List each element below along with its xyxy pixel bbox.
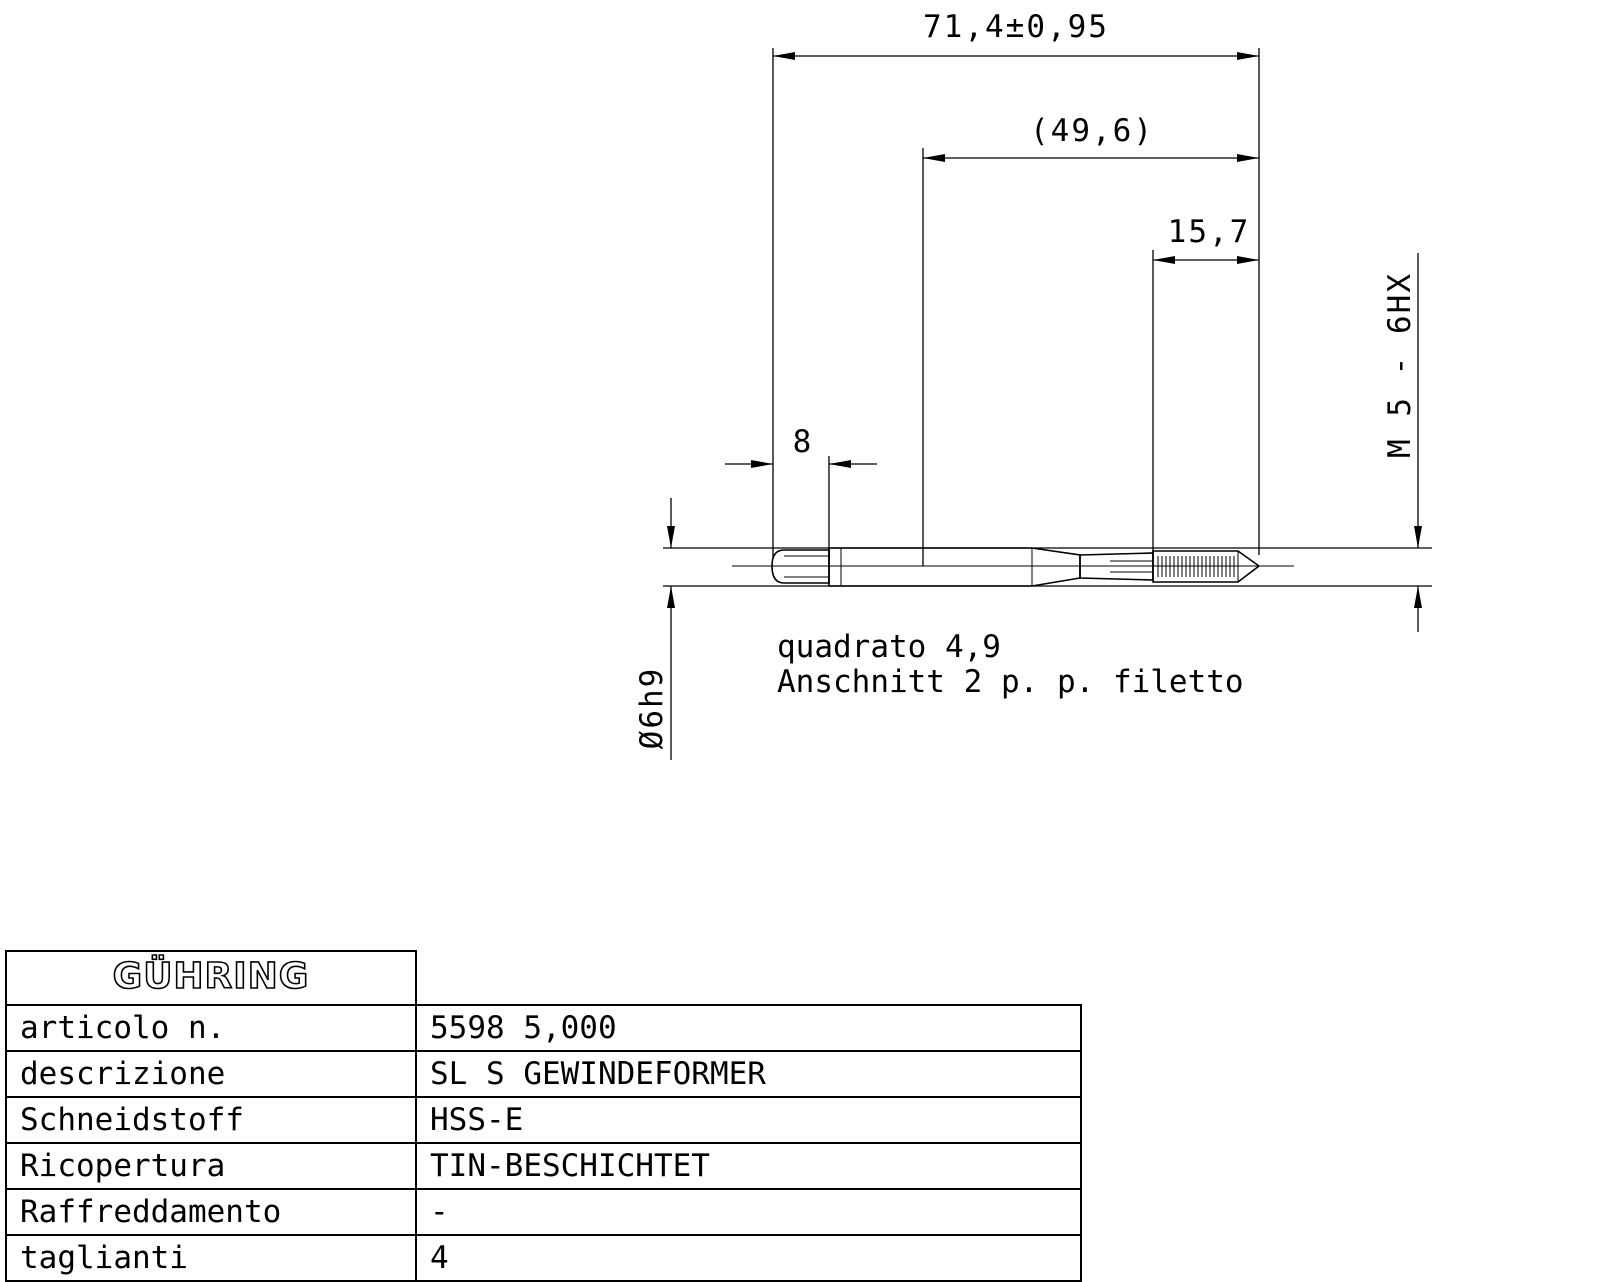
- table-row: descrizione SL S GEWINDEFORMER: [5, 1050, 1082, 1098]
- tap-tool-outline: [732, 547, 1294, 587]
- row-value: SL S GEWINDEFORMER: [415, 1050, 1082, 1098]
- note-chamfer: Anschnitt 2 p. p. filetto: [777, 664, 1244, 700]
- dim-overall-length: 71,4±0,95: [923, 9, 1109, 45]
- row-value: TIN-BESCHICHTET: [415, 1142, 1082, 1190]
- shank: [828, 547, 1081, 587]
- table-row: taglianti 4: [5, 1234, 1082, 1282]
- logo-cell: GÜHRING: [5, 950, 417, 1006]
- table-row: Schneidstoff HSS-E: [5, 1096, 1082, 1144]
- thread-hatching: [1157, 556, 1235, 577]
- extension-lines: [663, 48, 1432, 587]
- table-row: articolo n. 5598 5,000: [5, 1004, 1082, 1052]
- dim-thread-length: 15,7: [1168, 214, 1251, 250]
- thread-section: [1152, 550, 1261, 583]
- row-value: HSS-E: [415, 1096, 1082, 1144]
- dimension-lines: [667, 52, 1422, 760]
- dim-shank-length: (49,6): [1030, 113, 1154, 149]
- row-label: articolo n.: [5, 1004, 417, 1052]
- guhring-logo: GÜHRING: [111, 954, 309, 998]
- row-value: -: [415, 1188, 1082, 1236]
- note-square: quadrato 4,9: [777, 629, 1001, 665]
- row-label: Raffreddamento: [5, 1188, 417, 1236]
- dim-thread-size: M 5 - 6HX: [1382, 272, 1418, 458]
- dim-shank-diameter: Ø6h9: [634, 667, 670, 750]
- row-label: taglianti: [5, 1234, 417, 1282]
- dim-square-length: 8: [793, 424, 814, 460]
- row-label: Schneidstoff: [5, 1096, 417, 1144]
- row-value: 4: [415, 1234, 1082, 1282]
- empty-cell: [415, 951, 1081, 1006]
- logo-row: GÜHRING: [5, 950, 1081, 1006]
- svg-text:GÜHRING: GÜHRING: [112, 955, 309, 996]
- table-row: Ricopertura TIN-BESCHICHTET: [5, 1142, 1082, 1190]
- row-label: Ricopertura: [5, 1142, 417, 1190]
- square-end: [771, 549, 830, 584]
- table-row: Raffreddamento -: [5, 1188, 1082, 1236]
- row-value: 5598 5,000: [415, 1004, 1082, 1052]
- info-table: GÜHRING articolo n. 5598 5,000 descrizio…: [5, 950, 1082, 1282]
- row-label: descrizione: [5, 1050, 417, 1098]
